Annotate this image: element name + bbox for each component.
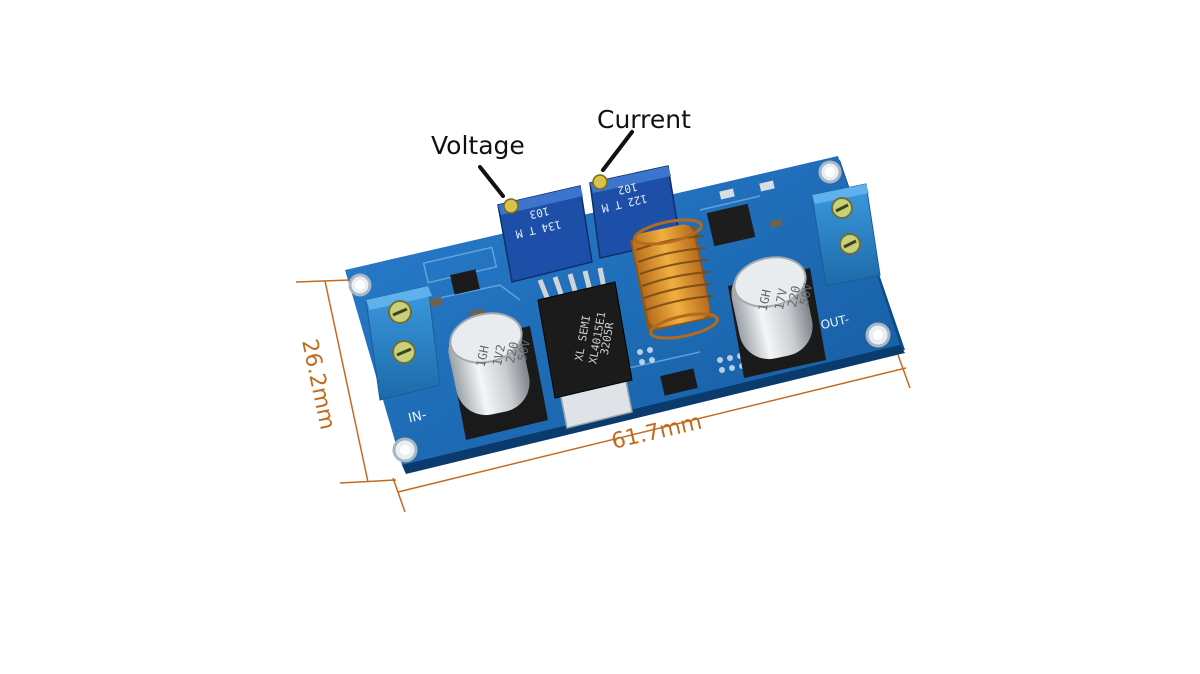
height-dimension-lines <box>295 279 397 484</box>
voltage-pointer-line <box>478 165 505 198</box>
cap-right-line4: 50V <box>797 282 815 306</box>
pot-left-marking: 103 <box>528 204 550 221</box>
capacitor-left: 1GH 1V2 220 50V <box>448 312 548 440</box>
regulator-ic: XL SEMI XL4015E1 3205R <box>537 267 633 429</box>
cap-left-line2: 1V2 <box>490 343 508 367</box>
capacitor-right: 1GH 17V 220 50V <box>728 256 826 378</box>
current-label: Current <box>597 105 691 134</box>
pot-right-marking: 102 <box>616 180 638 197</box>
current-pointer-line <box>601 130 634 172</box>
cap-right-line1: 1GH <box>756 288 774 312</box>
ic-line3: 3205R <box>598 321 617 356</box>
inductor <box>630 218 719 340</box>
output-terminal-block <box>811 183 881 287</box>
cap-left-line3: 220 <box>503 340 521 364</box>
width-dimension-lines <box>392 354 911 513</box>
silk-out-label: OUT- <box>819 312 850 332</box>
cap-right-line3: 220 <box>785 284 803 308</box>
cap-left-line4: 50V <box>515 338 533 362</box>
cap-left-line1: 1GH <box>474 344 492 368</box>
cap-right-line2: 17V <box>772 287 790 311</box>
voltage-label: Voltage <box>431 131 525 160</box>
mounting-holes <box>348 160 891 463</box>
input-terminal-block <box>365 285 441 401</box>
silk-in-label: IN- <box>407 408 428 427</box>
smd-components <box>429 180 803 396</box>
voltage-potentiometer: 103 134 T M <box>497 185 593 283</box>
